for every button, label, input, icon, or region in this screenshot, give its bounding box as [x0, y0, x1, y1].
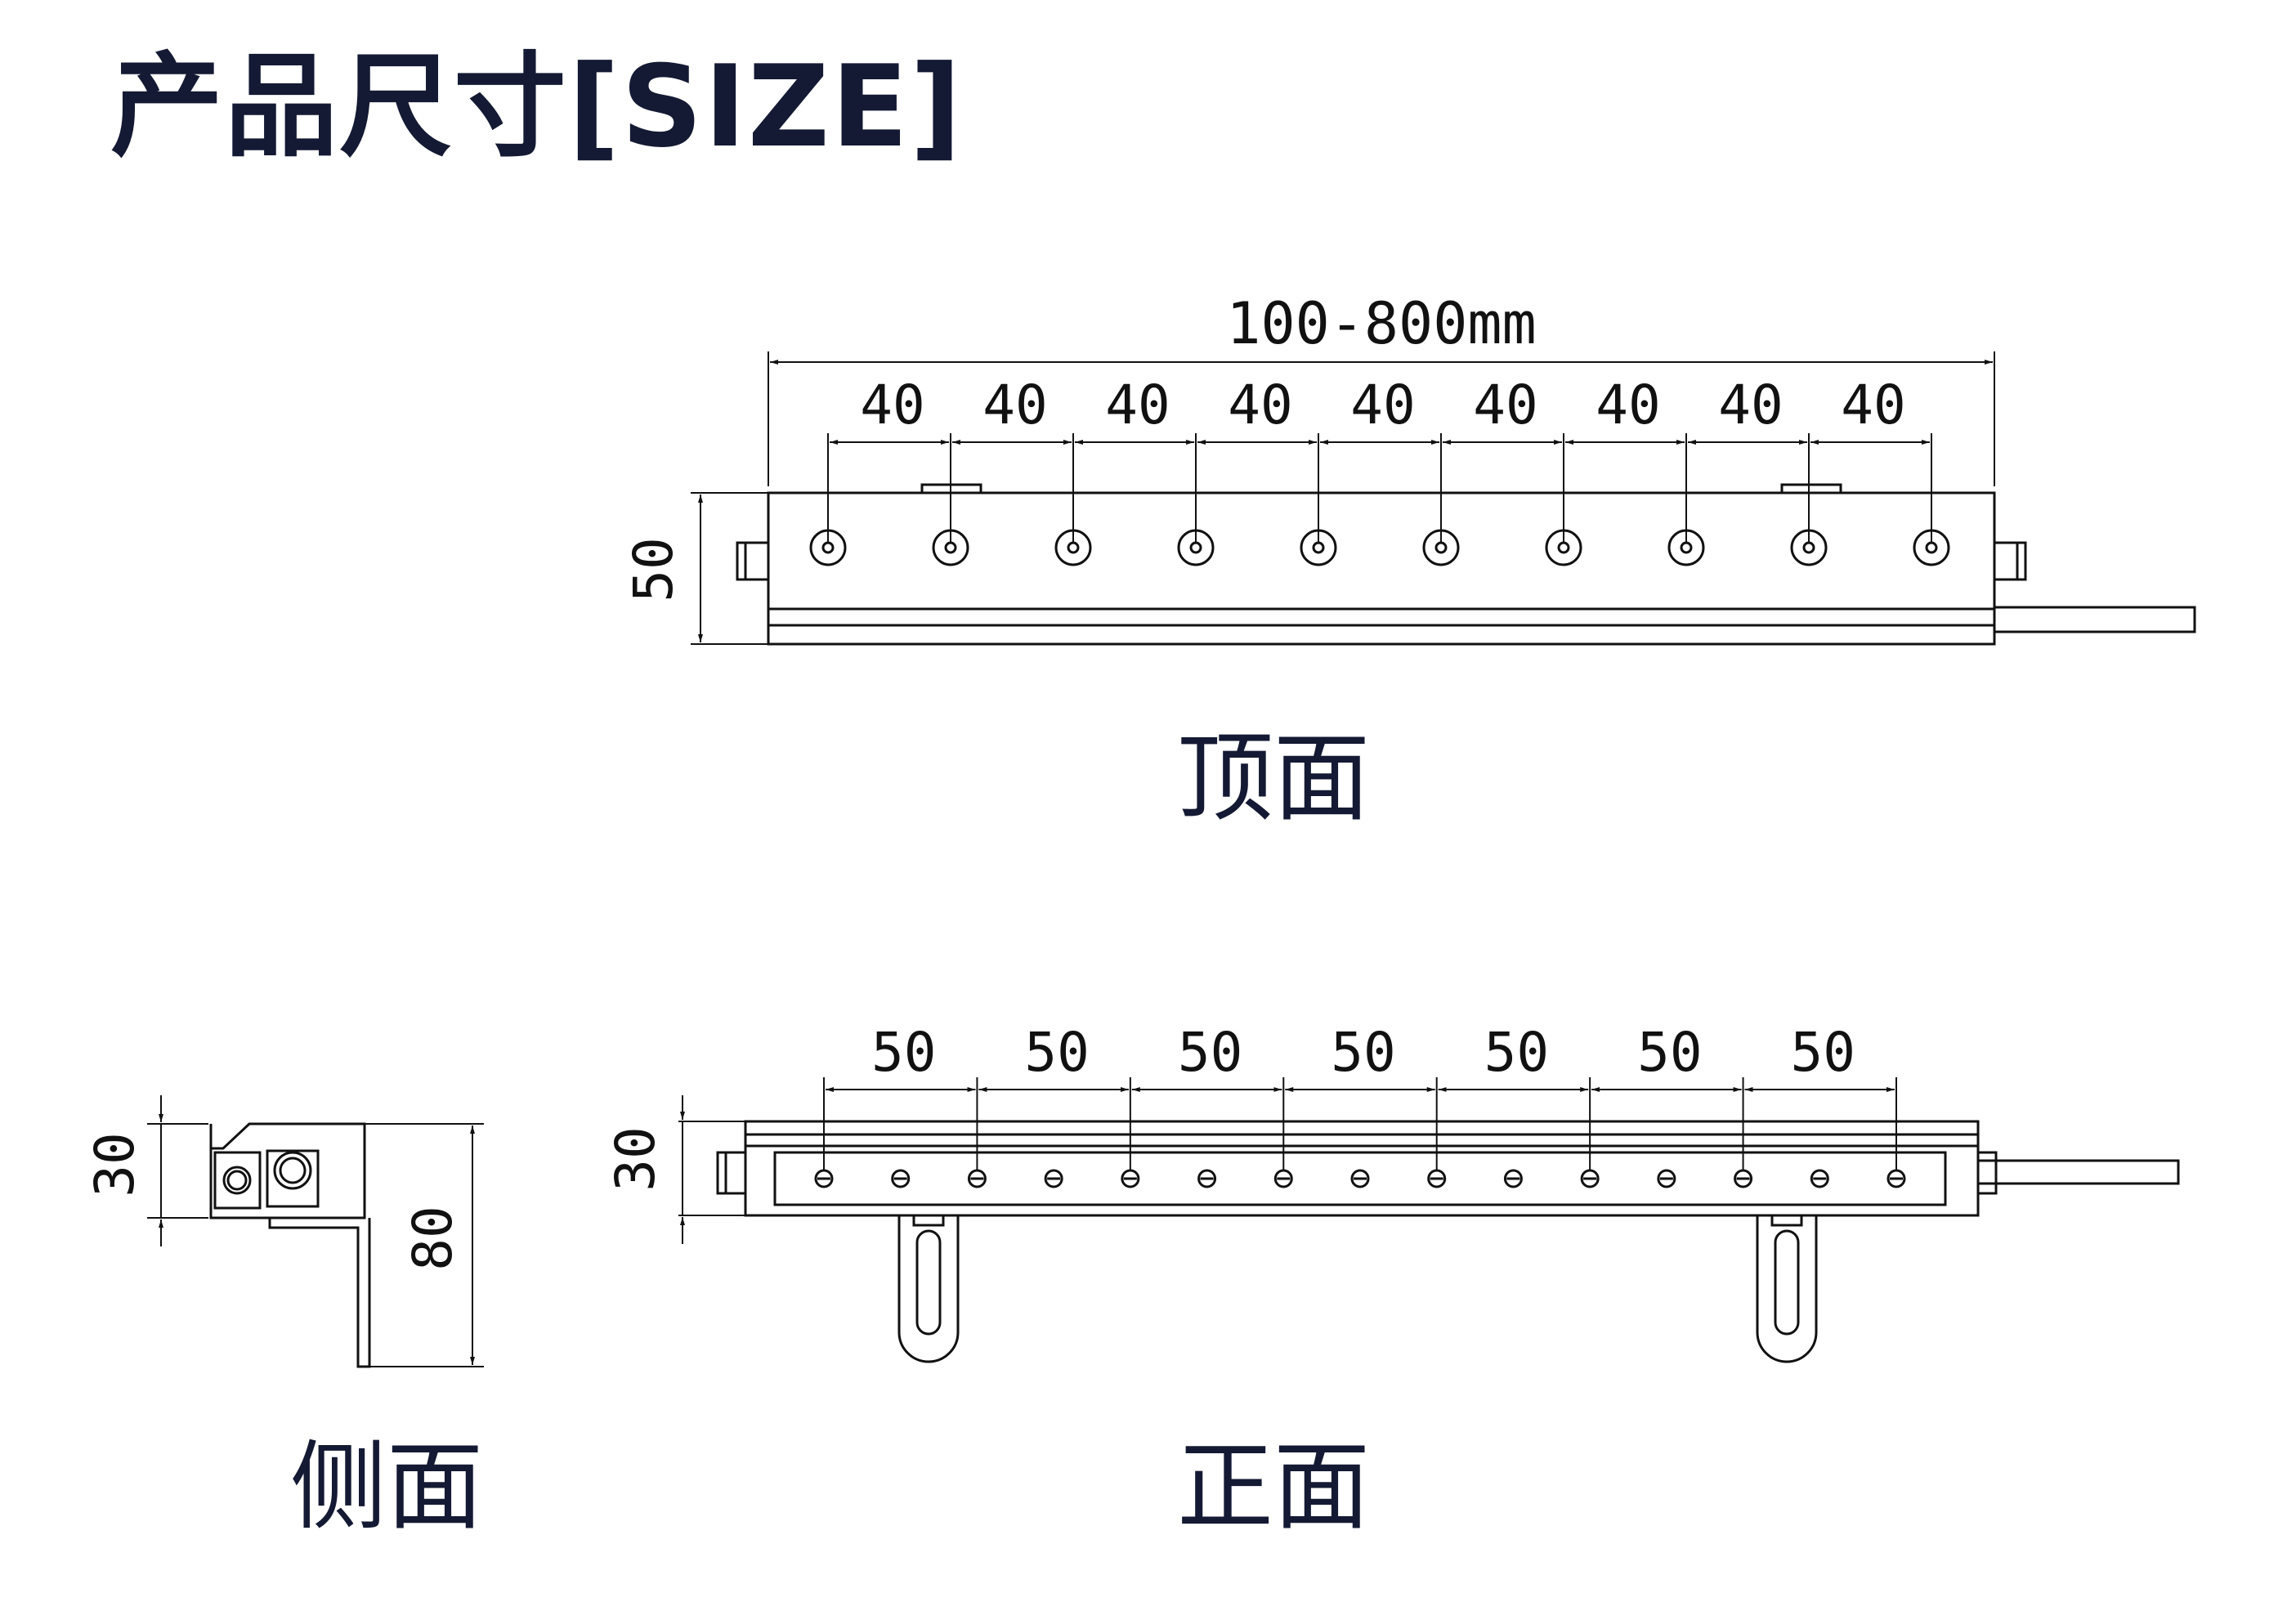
top-spacing-label: 40	[1228, 374, 1292, 436]
top-nozzle-hole	[1067, 541, 1080, 554]
overall-length-label: 100-800mm	[1226, 290, 1536, 357]
front-view-nozzle-strip	[773, 1151, 1947, 1206]
top-spacing-labels: 40 40 40 40 40 40 40 40 40	[860, 374, 1905, 436]
front-spacing-label: 50	[871, 1021, 936, 1084]
side-total-height-label: 80	[401, 1206, 464, 1270]
top-view-fitting-left	[736, 541, 770, 581]
side-view-label: 侧面	[290, 1430, 484, 1543]
top-spacing-label: 40	[1350, 374, 1415, 436]
front-height-label: 30	[604, 1126, 667, 1191]
front-spacing-label: 50	[1178, 1021, 1242, 1084]
top-nozzle-hole	[1802, 541, 1815, 554]
side-height-label: 30	[83, 1132, 146, 1197]
front-nozzle	[1657, 1169, 1676, 1188]
top-view	[691, 351, 2196, 646]
side-view-nut	[266, 1149, 320, 1208]
front-view-bracket-left	[897, 1214, 960, 1363]
top-nozzle-hole	[1434, 541, 1448, 554]
front-spacing-label: 50	[1484, 1021, 1549, 1084]
top-spacing-dimension-lines	[827, 433, 1932, 543]
top-nozzle-hole	[1189, 541, 1202, 554]
front-view	[678, 1077, 2180, 1363]
top-spacing-label: 40	[982, 374, 1047, 436]
side-view-port-round	[222, 1166, 252, 1195]
top-spacing-label: 40	[1841, 374, 1905, 436]
front-view-label: 正面	[1177, 1430, 1371, 1543]
front-nozzle	[1044, 1169, 1063, 1188]
top-view-cable	[1993, 606, 2196, 633]
front-spacing-label: 50	[1024, 1021, 1089, 1084]
front-view-bracket-right	[1756, 1214, 1818, 1363]
top-spacing-label: 40	[1105, 374, 1170, 436]
front-spacing-label: 50	[1331, 1021, 1395, 1084]
top-view-body	[767, 491, 1996, 646]
front-nozzle	[891, 1169, 911, 1188]
front-view-fitting-left	[716, 1151, 747, 1195]
top-spacing-label: 40	[860, 374, 924, 436]
top-spacing-label: 40	[1596, 374, 1660, 436]
top-view-nozzles	[809, 529, 1950, 566]
top-nozzle-hole	[944, 541, 957, 554]
top-nozzle-hole	[1312, 541, 1325, 554]
top-nozzle-hole	[1557, 541, 1570, 554]
side-view-port-square	[213, 1151, 262, 1210]
front-view-cable	[1976, 1159, 2180, 1185]
top-spacing-label: 40	[1718, 374, 1783, 436]
side-view	[147, 1095, 484, 1368]
top-view-tab-right	[1780, 483, 1842, 494]
front-nozzle	[1503, 1169, 1523, 1188]
top-nozzle-hole	[1680, 541, 1693, 554]
page-title: 产品尺寸[SIZE]	[110, 41, 964, 172]
top-nozzle-hole	[821, 541, 835, 554]
top-nozzle-hole	[1925, 541, 1938, 554]
front-spacing-dimension-lines	[823, 1077, 1897, 1170]
front-view-nozzles	[814, 1169, 1906, 1188]
front-spacing-label: 50	[1791, 1021, 1855, 1084]
front-nozzle	[1197, 1169, 1217, 1188]
front-spacing-labels: 50 50 50 50 50 50 50	[871, 1021, 1855, 1084]
top-view-fitting-right	[1993, 541, 2027, 581]
front-spacing-label: 50	[1637, 1021, 1702, 1084]
front-view-fitting-right	[1976, 1151, 1998, 1195]
front-nozzle	[1810, 1169, 1829, 1188]
front-nozzle	[1350, 1169, 1370, 1188]
top-spacing-label: 40	[1473, 374, 1537, 436]
top-height-label: 50	[622, 537, 685, 602]
top-view-label: 顶面	[1177, 722, 1371, 835]
